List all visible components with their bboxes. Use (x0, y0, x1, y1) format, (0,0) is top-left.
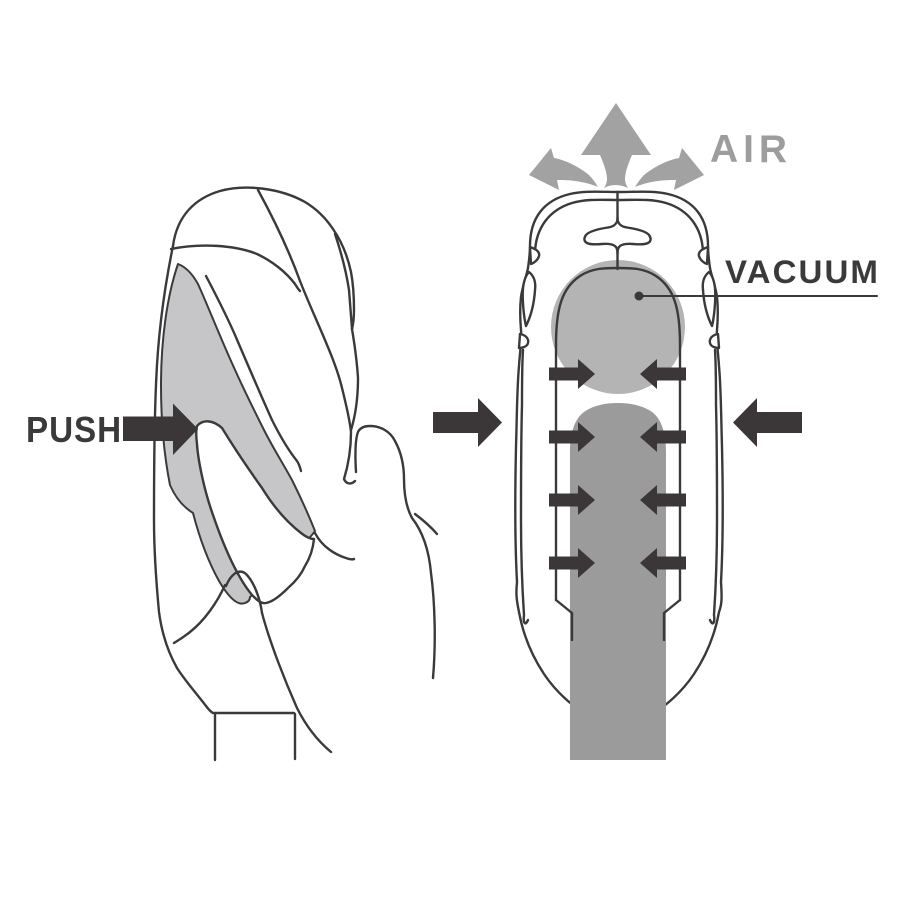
svg-text:VACUUM: VACUUM (725, 254, 880, 290)
svg-text:PUSH: PUSH (26, 409, 122, 450)
svg-text:AIR: AIR (710, 128, 792, 171)
